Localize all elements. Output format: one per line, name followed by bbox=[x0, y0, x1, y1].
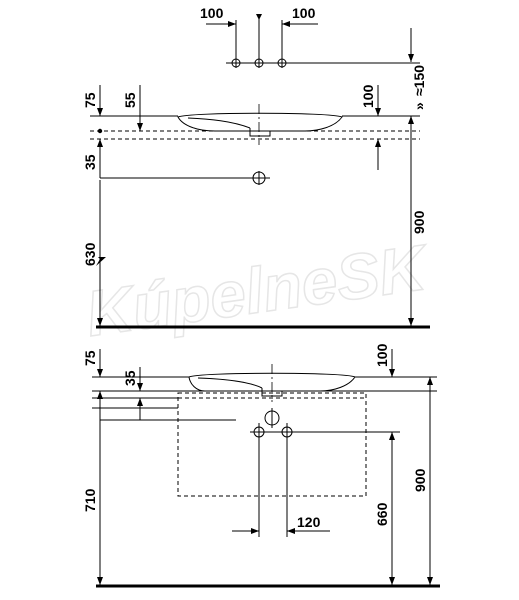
dim-100-left-spacing: 100 bbox=[200, 5, 224, 21]
dim-55-top: 55 bbox=[122, 92, 138, 108]
svg-text:≈150: ≈150 bbox=[411, 65, 427, 96]
tap-holes-top bbox=[206, 14, 420, 68]
basin-bottom-profile bbox=[188, 364, 356, 402]
dim-100-bottom: 100 bbox=[374, 343, 390, 367]
dim-710-bottom: 710 bbox=[82, 488, 98, 512]
dim-100-right-spacing: 100 bbox=[292, 5, 316, 21]
dim-900-top: 900 bbox=[411, 210, 427, 234]
dim-35-bottom: 35 bbox=[122, 370, 138, 386]
dim-630-arrow bbox=[96, 257, 106, 266]
watermark-text: KúpelneSK bbox=[82, 231, 435, 350]
dim-100-top: 100 bbox=[360, 84, 376, 108]
dim-630-top: 630 bbox=[82, 242, 98, 266]
bottom-view: 120 75 35 100 710 660 900 bbox=[82, 343, 440, 588]
dim-75-top: 75 bbox=[82, 92, 98, 108]
dim-upper-right-150: » ≈150 bbox=[411, 65, 427, 110]
top-view: 100 100 » ≈150 bbox=[82, 5, 430, 329]
dim-660-bottom: 660 bbox=[374, 502, 390, 526]
dim-900-bottom: 900 bbox=[412, 468, 428, 492]
dim-75-bottom: 75 bbox=[82, 350, 98, 366]
basin-top-profile bbox=[177, 104, 343, 145]
svg-text:»: » bbox=[411, 102, 427, 110]
dim-120-bottom: 120 bbox=[297, 514, 321, 530]
cabinet-outline bbox=[177, 392, 367, 497]
dim-35-top: 35 bbox=[82, 154, 98, 170]
tap-holes-bottom bbox=[100, 408, 400, 537]
